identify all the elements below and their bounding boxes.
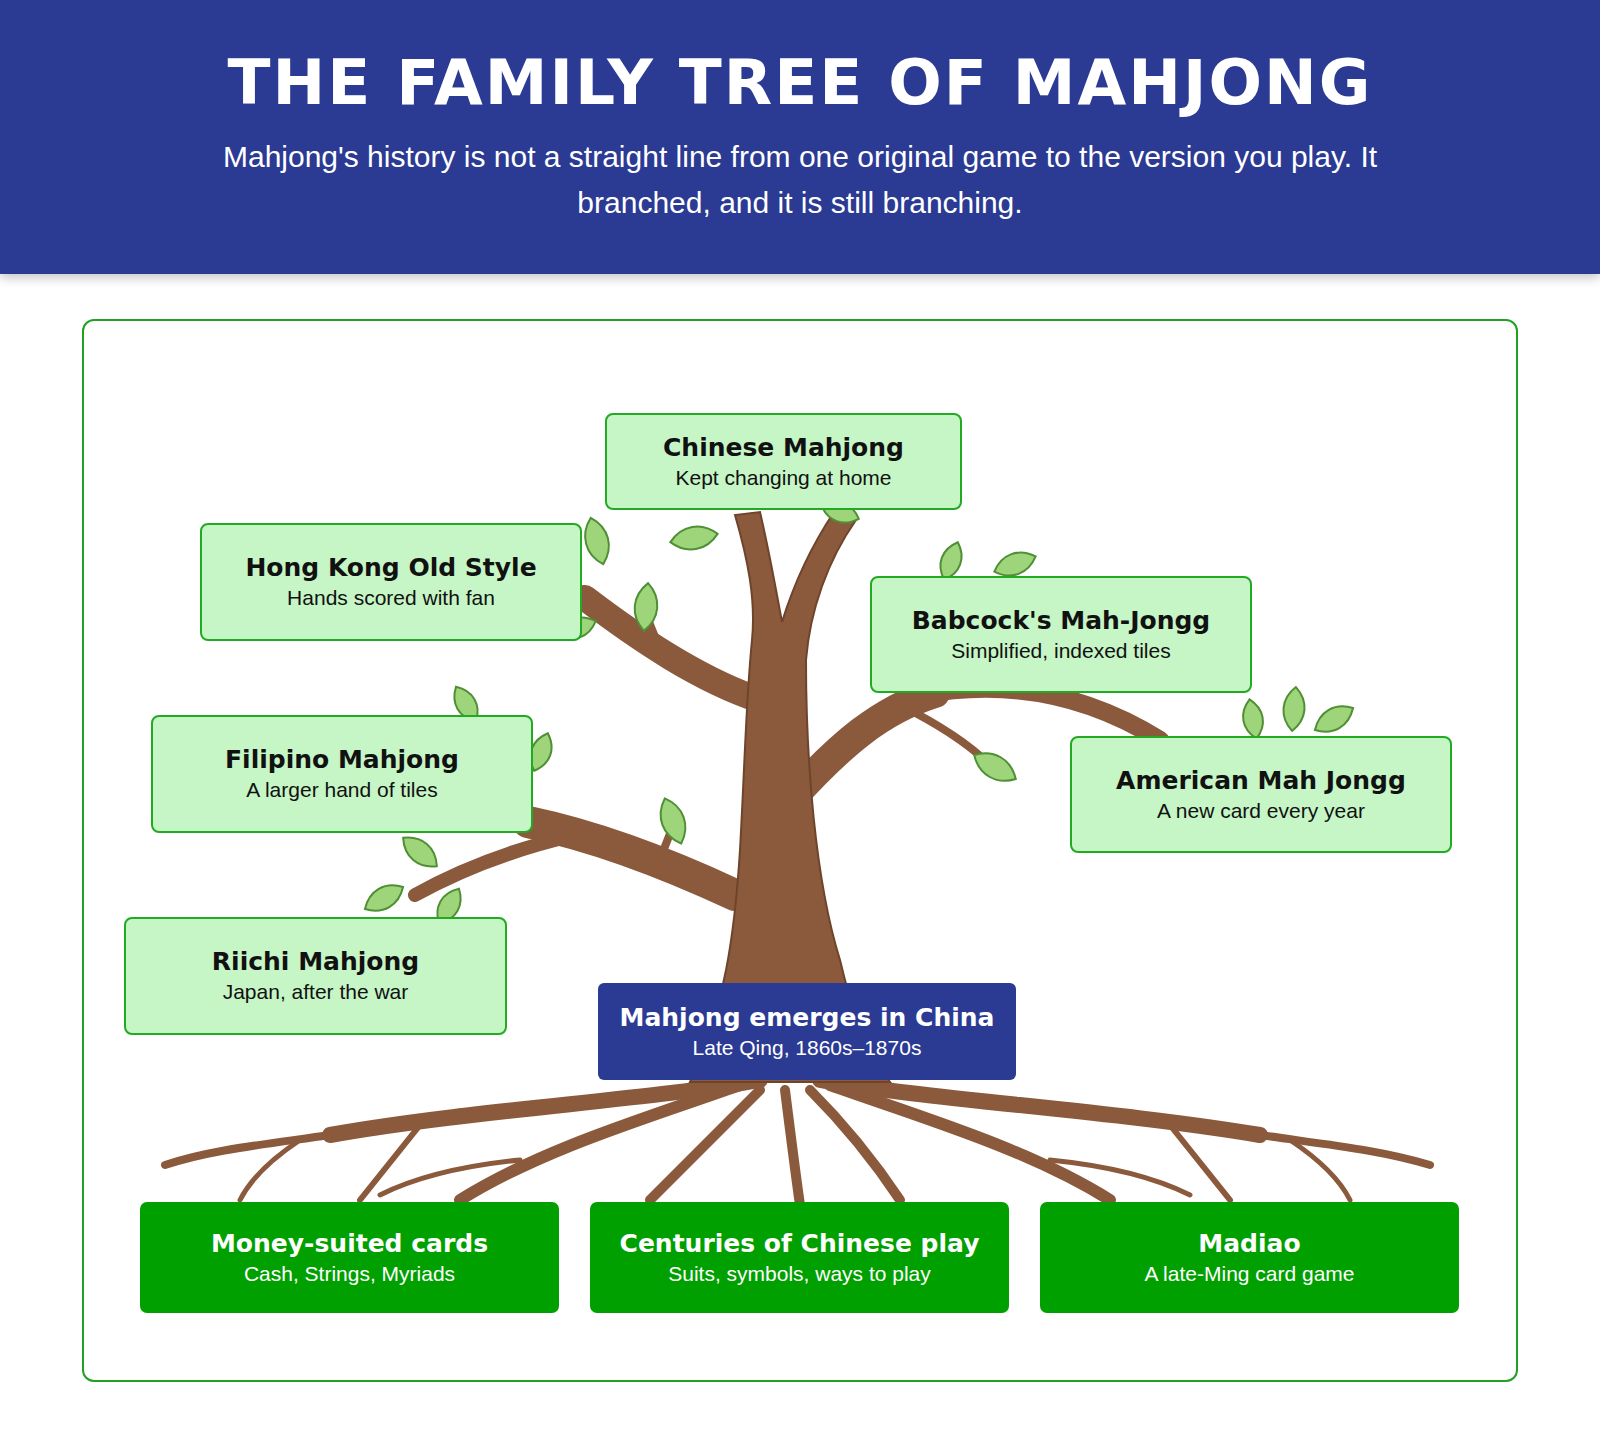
root [240, 1140, 300, 1200]
leaf [1310, 699, 1359, 739]
root [165, 1135, 330, 1165]
root [460, 1085, 740, 1200]
leaf [1240, 698, 1266, 741]
node-subtext: A new card every year [1157, 797, 1365, 825]
leaf [396, 830, 443, 874]
root [1050, 1160, 1190, 1195]
root [360, 1125, 420, 1200]
leaf [633, 582, 660, 632]
node-subtext: Hands scored with fan [287, 584, 495, 612]
root-box: Money-suited cardsCash, Strings, Myriads [140, 1202, 559, 1313]
branch-box: Babcock's Mah-JonggSimplified, indexed t… [870, 576, 1252, 693]
node-heading: Centuries of Chinese play [620, 1228, 980, 1260]
node-heading: Money-suited cards [211, 1228, 488, 1260]
leaf [668, 523, 719, 553]
leaf [654, 795, 692, 848]
root [380, 1160, 520, 1195]
node-heading: Chinese Mahjong [663, 432, 904, 464]
root [785, 1090, 800, 1205]
leaf [1282, 686, 1307, 732]
leaf [360, 878, 409, 918]
root [1170, 1125, 1230, 1200]
root [650, 1090, 760, 1200]
node-heading: American Mah Jongg [1116, 765, 1406, 797]
node-subtext: Cash, Strings, Myriads [244, 1260, 455, 1288]
branch-box: Chinese MahjongKept changing at home [605, 413, 962, 510]
node-subtext: Kept changing at home [676, 464, 892, 492]
node-subtext: A late-Ming card game [1144, 1260, 1354, 1288]
branch [920, 689, 1160, 740]
node-subtext: Suits, symbols, ways to play [668, 1260, 931, 1288]
page-caption: Mahjong's history is not a straight line… [175, 134, 1425, 226]
node-heading: Mahjong emerges in China [620, 1002, 995, 1034]
node-heading: Babcock's Mah-Jongg [912, 605, 1211, 637]
leaf [580, 515, 614, 567]
node-subtext: Simplified, indexed tiles [951, 637, 1170, 665]
branch [415, 835, 575, 895]
node-heading: Madiao [1198, 1228, 1300, 1260]
node-heading: Riichi Mahjong [212, 946, 419, 978]
node-subtext: Late Qing, 1860s–1870s [693, 1034, 922, 1062]
root-box: MadiaoA late-Ming card game [1040, 1202, 1459, 1313]
branch [585, 598, 760, 700]
origin-box: Mahjong emerges in ChinaLate Qing, 1860s… [598, 983, 1016, 1080]
branch-box: Hong Kong Old StyleHands scored with fan [200, 523, 582, 641]
node-heading: Filipino Mahjong [225, 744, 459, 776]
header-band [0, 0, 1600, 274]
node-heading: Hong Kong Old Style [245, 552, 536, 584]
leaf [969, 745, 1022, 788]
root [1260, 1135, 1430, 1165]
tree-roots [165, 1080, 1430, 1205]
root [330, 1080, 760, 1135]
root [1290, 1140, 1350, 1200]
root-box: Centuries of Chinese playSuits, symbols,… [590, 1202, 1009, 1313]
root [820, 1080, 1260, 1135]
node-subtext: Japan, after the war [223, 978, 409, 1006]
page-title: THE FAMILY TREE OF MAHJONG [0, 38, 1600, 128]
branch-box: Filipino MahjongA larger hand of tiles [151, 715, 533, 833]
node-subtext: A larger hand of tiles [246, 776, 437, 804]
branch-box: American Mah JonggA new card every year [1070, 736, 1452, 853]
branch-box: Riichi MahjongJapan, after the war [124, 917, 507, 1035]
